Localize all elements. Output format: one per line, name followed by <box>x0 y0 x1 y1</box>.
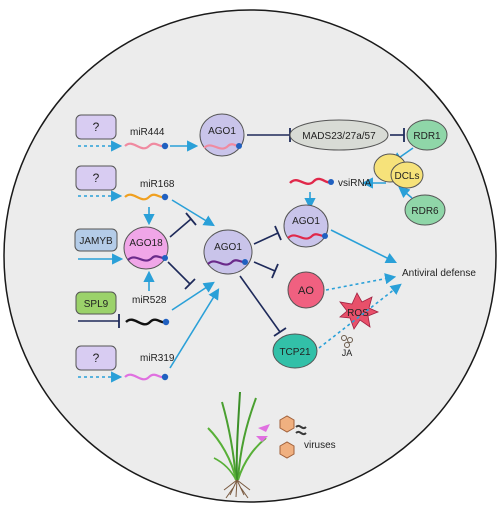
jamyb-node: JAMYB <box>74 228 118 252</box>
mads-box: MADS23/27a/57 <box>289 119 389 151</box>
inhibit-ago18-ago1-lower <box>167 261 191 285</box>
svg-text:AGO1: AGO1 <box>208 126 236 137</box>
svg-text:SPL9: SPL9 <box>84 299 109 310</box>
mir528-label: miR528 <box>132 295 167 306</box>
svg-text:ROS: ROS <box>347 308 369 319</box>
svg-text:AO: AO <box>298 285 314 297</box>
inhibit-bar-vsi <box>274 225 282 241</box>
mir319-label: miR319 <box>140 353 175 364</box>
ja-molecule: JA <box>341 335 353 358</box>
arrow-mir168-ago1 <box>171 199 215 227</box>
arrow-rdr6-dcls <box>398 186 413 199</box>
svg-text:?: ? <box>93 171 100 185</box>
antiviral-defense-label: Antiviral defense <box>402 268 476 279</box>
tcp21-node: TCP21 <box>272 333 318 369</box>
mir168-label: miR168 <box>140 179 175 190</box>
svg-text:AGO1: AGO1 <box>214 242 242 253</box>
inhibit-ago18-ago1-upper <box>169 218 192 238</box>
arrow-tcp21-antiviral <box>318 283 402 349</box>
mir168-strand <box>124 193 165 201</box>
arrow-mir319-ago1 <box>169 288 220 369</box>
svg-text:MADS23/27a/57: MADS23/27a/57 <box>302 131 376 142</box>
inhibit-bar-upper <box>185 212 197 226</box>
spl9-node: SPL9 <box>75 291 117 315</box>
vsirna-label: vsiRNA <box>338 178 372 189</box>
inhibit-center-ago1-ao <box>253 261 276 272</box>
mir444-label: miR444 <box>130 127 165 138</box>
ago1-vsirna: AGO1 <box>283 204 329 248</box>
mir319-strand <box>124 373 165 381</box>
insect-icon <box>256 424 270 442</box>
arrow-ago1-antiviral <box>330 229 398 264</box>
mir444-strand <box>124 142 165 150</box>
rdr1-node: RDR1 <box>406 119 448 151</box>
svg-text:TCP21: TCP21 <box>279 347 311 358</box>
inhibit-bar-lower <box>184 278 196 290</box>
svg-text:AGO18: AGO18 <box>129 238 163 249</box>
inhibit-bar-tcp21 <box>273 327 287 337</box>
ago1-top: AGO1 <box>199 113 245 157</box>
inhibit-bar-ao <box>271 263 279 279</box>
mir528-cap <box>162 318 170 326</box>
ago1-center: AGO1 <box>203 229 253 275</box>
arrow-mir528-ago1 <box>171 281 215 311</box>
viruses-label: viruses <box>304 440 336 451</box>
vsirna-strand <box>289 177 331 186</box>
mir319-cap <box>161 373 169 381</box>
svg-text:RDR1: RDR1 <box>413 131 441 142</box>
mir168-cap <box>161 193 169 201</box>
unknown-box-3: ? <box>75 345 117 371</box>
mir444-cap <box>161 142 169 150</box>
svg-text:AGO1: AGO1 <box>292 216 320 227</box>
ago18-node: AGO18 <box>123 226 169 270</box>
svg-text:DCLs: DCLs <box>394 171 419 182</box>
dcls-node: DCLs <box>373 153 424 189</box>
mir528-strand <box>125 318 166 326</box>
unknown-box-2: ? <box>75 165 117 191</box>
svg-text:JA: JA <box>342 348 353 358</box>
inhibit-center-ago1-vsi <box>253 232 279 245</box>
rdr6-node: RDR6 <box>404 194 446 226</box>
rice-plant-icon <box>207 391 267 499</box>
ao-node: AO <box>287 271 325 309</box>
svg-text:JAMYB: JAMYB <box>79 236 113 247</box>
unknown-box-1: ? <box>75 114 117 140</box>
vsirna-cap <box>328 179 334 185</box>
svg-text:RDR6: RDR6 <box>411 206 439 217</box>
svg-text:?: ? <box>93 351 100 365</box>
virus-particles-icon <box>279 415 307 459</box>
inhibit-center-ago1-tcp21 <box>239 275 281 333</box>
svg-text:?: ? <box>93 120 100 134</box>
ros-burst: ROS <box>339 292 380 330</box>
